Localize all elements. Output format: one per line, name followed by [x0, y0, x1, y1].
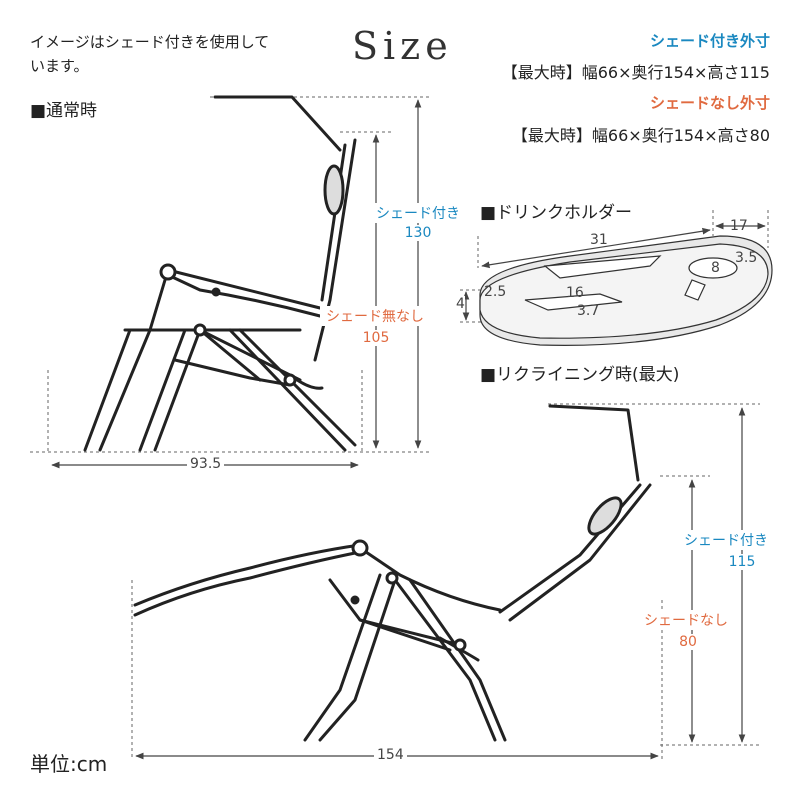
note-text: イメージはシェード付きを使用しています。: [30, 33, 270, 75]
drink-holder-section-label: ■ドリンクホルダー: [480, 203, 633, 223]
recline-shade-off-value: 80: [670, 634, 706, 650]
shade-on-spec-label: シェード付き外寸: [649, 32, 770, 50]
recline-width-value: 154: [374, 747, 407, 763]
holder-rim-value: 2.5: [484, 284, 507, 300]
normal-shade-off-label: シェード無なし: [320, 306, 430, 326]
recline-shade-on-label: シェード付き: [676, 530, 776, 550]
normal-width-value: 93.5: [187, 456, 225, 472]
recline-section-label: ■リクライニング時(最大): [480, 365, 680, 385]
recline-shade-on-value: 115: [724, 554, 760, 570]
holder-cup-w-value: 8: [711, 260, 720, 276]
shade-off-spec-label: シェードなし外寸: [649, 94, 770, 112]
holder-thickness-value: 4: [456, 296, 465, 312]
holder-length-value: 31: [590, 232, 608, 248]
drink-holder-drawing: [479, 235, 773, 346]
chair-recline-drawing: [133, 404, 652, 742]
holder-slot-w-value: 16: [566, 285, 584, 301]
holder-cup-h-value: 3.5: [735, 250, 758, 266]
shade-on-spec-dims: 【最大時】幅66×奥行154×高さ115: [501, 63, 770, 82]
holder-depth-value: 17: [730, 218, 748, 234]
unit-label: 単位:cm: [30, 752, 108, 776]
normal-shade-on-value: 130: [400, 225, 436, 241]
recline-shade-off-label: シェードなし: [636, 610, 736, 630]
size-title: Size: [352, 24, 453, 68]
holder-slot-h-value: 3.7: [577, 303, 600, 319]
normal-section-label: ■通常時: [30, 101, 98, 121]
shade-off-spec-dims: 【最大時】幅66×奥行154×高さ80: [511, 126, 770, 145]
chair-normal-drawing: [83, 95, 357, 452]
normal-shade-off-value: 105: [358, 330, 394, 346]
normal-shade-on-label: シェード付き: [372, 203, 464, 223]
